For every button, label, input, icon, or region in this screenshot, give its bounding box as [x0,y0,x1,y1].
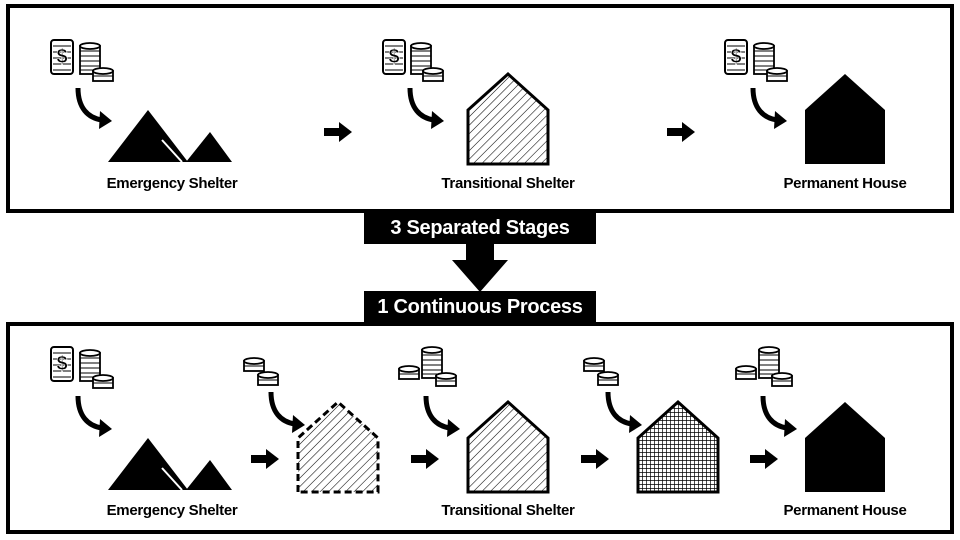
money-stack-icon [50,39,74,75]
hatched-house-icon [466,72,550,166]
curved-arrow-icon [410,88,444,129]
coin-stack-icon [583,357,605,372]
money-stack-icon [724,39,748,75]
continuous-process-banner: 1 Continuous Process [364,291,596,323]
coin-stack-icon [398,365,420,380]
coin-stack-icon [735,365,757,380]
curved-arrow-icon [426,396,460,437]
coin-stack-icon [92,374,114,389]
house-outline-icon [296,400,380,494]
solid-house-icon [805,402,885,492]
coin-stack-icon [771,372,793,387]
curved-arrow-icon [78,396,112,437]
coin-stack-icon [92,67,114,82]
coin-stack-icon [766,67,788,82]
curved-arrow-icon [78,88,112,129]
emergency-tent-icon [107,437,233,491]
coin-stack-icon [257,371,279,386]
process-label-emergency: Emergency Shelter [106,502,238,519]
curved-arrow-icon [271,392,305,433]
money-stack-icon [382,39,406,75]
grid-house-icon [636,400,720,494]
coin-stack-icon [435,372,457,387]
hatched-house-icon [466,400,550,494]
process-label-permanent: Permanent House [783,502,907,519]
money-stack-icon [50,346,74,382]
right-arrow-icon [581,449,609,469]
curved-arrow-icon [753,88,787,129]
process-label-transitional: Transitional Shelter [441,502,575,519]
separated-stages-banner: 3 Separated Stages [364,212,596,244]
down-arrow-icon [452,243,508,292]
emergency-tent-icon [107,109,233,163]
stage-label-transitional: Transitional Shelter [441,175,575,192]
curved-arrow-icon [608,392,642,433]
coin-stack-icon [422,67,444,82]
right-arrow-icon [750,449,778,469]
right-arrow-icon [251,449,279,469]
coin-stack-icon [597,371,619,386]
coin-stack-icon [243,357,265,372]
right-arrow-icon [324,122,352,142]
right-arrow-icon [667,122,695,142]
stage-label-permanent: Permanent House [783,175,907,192]
right-arrow-icon [411,449,439,469]
stage-label-emergency: Emergency Shelter [106,175,238,192]
solid-house-icon [805,74,885,164]
curved-arrow-icon [763,396,797,437]
